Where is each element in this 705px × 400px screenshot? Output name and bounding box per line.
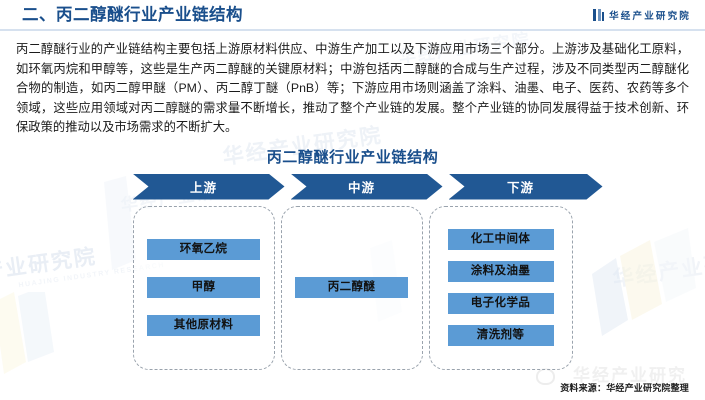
stage-column-midstream: 丙二醇醚 [280, 205, 423, 370]
chain-node[interactable]: 化工中间体 [447, 229, 554, 250]
page-title: 二、丙二醇醚行业产业链结构 [22, 6, 243, 25]
value-chain-diagram: 上游 中游 下游 环氧乙烷 甲醇 其他原材料 丙二醇醚 化工中间体 涂料及油墨 … [132, 174, 573, 370]
stage-header-row: 上游 中游 下游 [133, 174, 573, 200]
stage-body-row: 环氧乙烷 甲醇 其他原材料 丙二醇醚 化工中间体 涂料及油墨 电子化学品 清洗剂… [132, 205, 573, 370]
footer-watermark: 华经产业研究 [573, 366, 687, 385]
body-paragraph: 丙二醇醚行业的产业链结构主要包括上游原材料供应、中游生产加工以及下游应用市场三个… [16, 42, 689, 134]
stage-chevron-upstream[interactable]: 上游 [133, 174, 285, 200]
figure-title: 丙二醇醚行业产业链结构 [266, 148, 439, 166]
decorative-shape [592, 228, 696, 336]
stage-chevron-midstream[interactable]: 中游 [291, 174, 443, 200]
chain-node[interactable]: 甲醇 [147, 277, 260, 298]
weibo-icon [536, 368, 555, 385]
stage-label: 中游 [347, 181, 375, 195]
decorative-shape [0, 292, 54, 374]
chain-node[interactable]: 丙二醇醚 [295, 277, 408, 298]
source-note: 资料来源：华经产业研究院整理 [560, 383, 689, 393]
chain-node[interactable]: 电子化学品 [447, 293, 554, 314]
chain-node[interactable]: 其他原材料 [147, 315, 260, 336]
stage-column-downstream: 化工中间体 涂料及油墨 电子化学品 清洗剂等 [428, 205, 573, 370]
watermark-text: 华经产业研究院 [611, 245, 705, 292]
chain-node[interactable]: 清洗剂等 [447, 325, 554, 346]
chain-node[interactable]: 环氧乙烷 [147, 239, 260, 260]
stage-chevron-downstream[interactable]: 下游 [449, 174, 603, 200]
bar-chart-icon [593, 8, 605, 21]
brand-logo: 华经产业研究院 [593, 8, 691, 22]
stage-label: 上游 [189, 181, 217, 195]
stage-label: 下游 [506, 181, 534, 195]
chain-node[interactable]: 涂料及油墨 [447, 261, 554, 282]
watermark-text: 产业研究院 [0, 245, 99, 284]
brand-name: 华经产业研究院 [609, 10, 691, 22]
stage-column-upstream: 环氧乙烷 甲醇 其他原材料 [132, 205, 275, 370]
page-header: 二、丙二醇醚行业产业链结构 华经产业研究院 [0, 0, 705, 31]
